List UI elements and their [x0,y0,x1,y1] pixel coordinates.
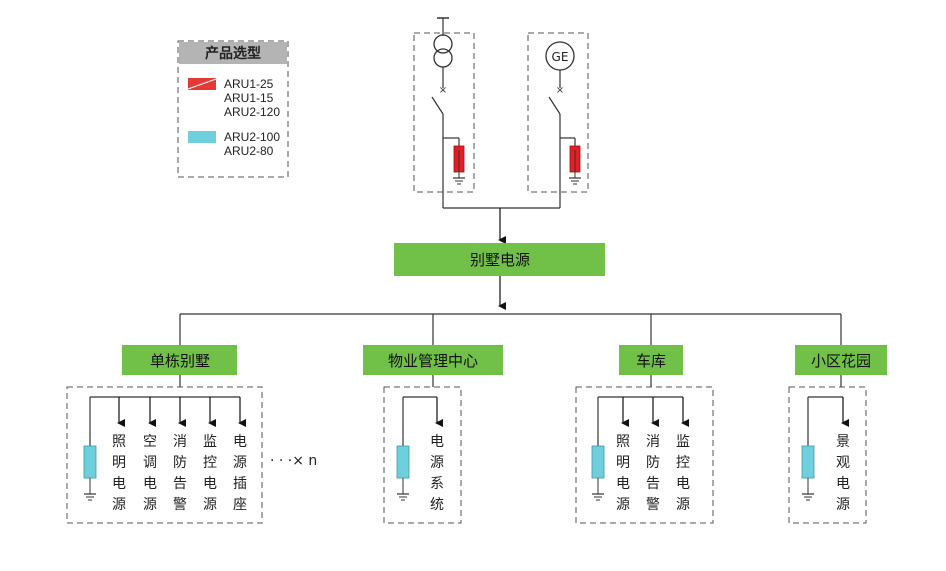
load-label: 照明电源 [112,434,126,513]
load-label: 监控电源 [203,434,217,513]
load-box [66,386,263,524]
load-label: 消防告警 [173,434,187,513]
load-label: 空调电源 [143,434,157,513]
legend-swatch-blue [188,131,216,143]
branch-box [122,345,237,375]
load-label: 监控电源 [676,434,690,513]
load-label: 景观电源 [836,434,850,513]
main-power-label: 别墅电源 [470,251,530,269]
legend-model: ARU2-80 [224,144,274,158]
load-label: 电源插座 [233,434,247,513]
spd-blue-icon [396,445,410,479]
load-label: 消防告警 [646,434,660,513]
branch-property-center: 物业管理中心 电源系统 [363,345,503,524]
legend: 产品选型 ARU1-25 ARU1-15 ARU2-120 ARU2-100 A… [177,40,289,178]
svg-text:×: × [556,85,564,96]
legend-model: ARU1-15 [224,91,274,105]
source-box [413,32,475,193]
load-label: 照明电源 [616,434,630,513]
legend-swatch-red-slash [187,78,217,90]
generator-source: GE × [527,32,589,208]
branch-label: 单栋别墅 [150,352,210,370]
branch-box [619,345,683,375]
legend-model: ARU2-100 [224,130,280,144]
legend-title-bg [179,42,287,64]
load-label: 电源系统 [430,434,444,513]
branch-box [795,345,887,375]
load-box [383,386,462,524]
branch-garage: 车库 照明电源 消防告警 监控电源 [575,345,714,524]
branch-label: 小区花园 [811,352,871,370]
branch-box [363,345,503,375]
transformer-source: × [413,17,475,208]
load-box [788,386,867,524]
branch-villa: 单栋别墅 照明电源 空调电源 消防告警 监控电源 电源插座 · · ·× n [66,345,317,524]
svg-text:×: × [439,85,447,96]
source-box [527,32,589,193]
breaker-switch [431,96,444,115]
spd-blue-icon [801,445,815,479]
branch-label: 物业管理中心 [388,352,478,370]
branch-label: 车库 [636,352,666,370]
main-power-box [394,243,605,276]
repeat-indicator: · · ·× n [270,453,317,469]
legend-model: ARU2-120 [224,105,280,119]
legend-border [177,40,289,178]
transformer-icon [433,34,453,68]
spd-blue-icon [591,445,605,479]
breaker-switch [548,96,561,115]
legend-title: 产品选型 [205,45,261,62]
legend-model: ARU1-25 [224,77,274,91]
load-box [575,386,714,524]
generator-label: GE [552,50,569,64]
branch-garden: 小区花园 景观电源 [788,345,887,524]
spd-blue-icon [83,445,97,479]
main-power-node: 别墅电源 [394,243,605,276]
